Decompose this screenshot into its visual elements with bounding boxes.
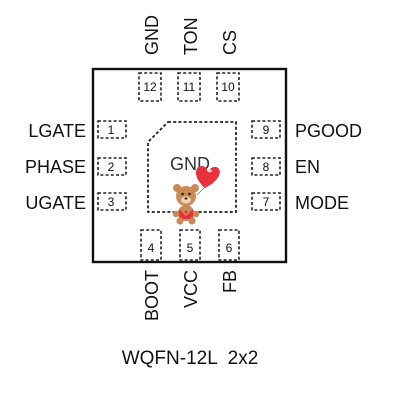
pin-8-pad	[251, 157, 281, 176]
pin-2-pad	[97, 157, 127, 176]
teddy-bear-with-heart-balloon-icon	[172, 166, 220, 225]
pin-7-name: MODE	[295, 193, 349, 213]
pin-9-pad	[251, 120, 281, 139]
pin-5-number: 5	[187, 241, 194, 255]
pin-10: 10 CS	[216, 30, 240, 102]
pin-9-number: 9	[263, 123, 270, 137]
pin-6-pad	[218, 229, 240, 261]
pin-11: 11 TON	[177, 17, 201, 102]
pin-12-name: GND	[142, 15, 162, 55]
pin-9: 9 PGOOD	[251, 120, 362, 141]
pin-3-name: UGATE	[25, 193, 86, 213]
pin-6-number: 6	[226, 241, 233, 255]
pin-1-pad	[97, 120, 127, 139]
pin-12-pad	[138, 72, 162, 102]
package-body	[91, 67, 288, 264]
pin-7-pad	[251, 192, 281, 211]
pin-12-number: 12	[143, 80, 157, 94]
pin-1-number: 1	[108, 123, 115, 137]
pin-7-number: 7	[263, 195, 270, 209]
pin-5: 5 VCC	[179, 229, 201, 308]
pin-4-number: 4	[148, 241, 155, 255]
pin-10-name: CS	[220, 30, 240, 55]
pin-1-name: LGATE	[28, 121, 86, 141]
pin-8-number: 8	[263, 160, 270, 174]
pin-1: 1 LGATE	[28, 120, 127, 141]
pin-12: 12 GND	[138, 15, 162, 102]
pin-4: 4 BOOT	[140, 229, 162, 321]
pin-4-name: BOOT	[142, 270, 162, 321]
pin-11-name: TON	[181, 17, 201, 55]
pin-8: 8 EN	[251, 157, 320, 177]
pin-5-pad	[179, 229, 201, 261]
pin-7: 7 MODE	[251, 192, 349, 213]
pin-10-number: 10	[221, 80, 235, 94]
pin-4-pad	[140, 229, 162, 261]
pin-3-pad	[97, 192, 127, 211]
package-name: WQFN-12L 2x2	[122, 348, 259, 369]
pin-11-pad	[177, 72, 201, 102]
pin-9-name: PGOOD	[295, 121, 362, 141]
pin-2-number: 2	[108, 160, 115, 174]
pin-5-name: VCC	[181, 270, 201, 308]
pin-10-pad	[216, 72, 240, 102]
pin-11-number: 11	[183, 80, 196, 94]
pin-8-name: EN	[295, 157, 320, 177]
pin-2: 2 PHASE	[25, 157, 127, 177]
pin-3: 3 UGATE	[25, 192, 127, 213]
pin-6-name: FB	[220, 270, 240, 293]
pin-2-name: PHASE	[25, 157, 86, 177]
pin-3-number: 3	[108, 195, 115, 209]
pin-6: 6 FB	[218, 229, 240, 293]
